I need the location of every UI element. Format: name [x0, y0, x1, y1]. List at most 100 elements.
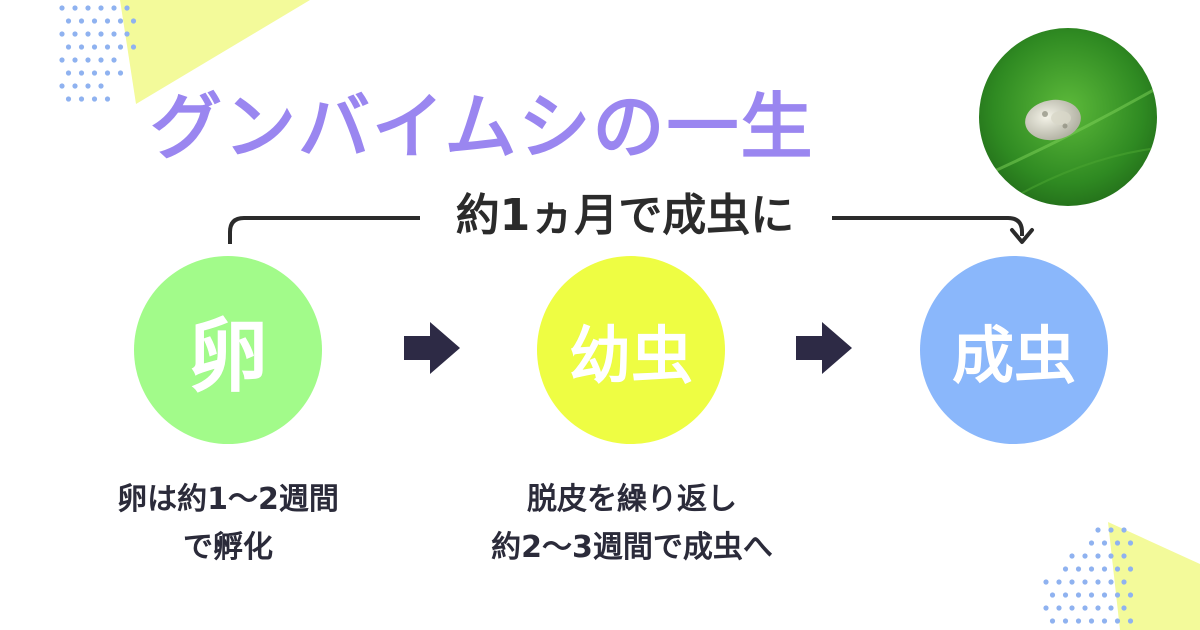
decor-dot	[1056, 605, 1062, 611]
decor-dot	[1108, 527, 1114, 533]
decor-dot	[117, 18, 124, 24]
decor-dot	[1062, 566, 1069, 572]
decor-dot	[1121, 579, 1127, 585]
decor-dot	[91, 18, 98, 24]
decor-dot	[1043, 579, 1049, 585]
decor-dot	[1108, 553, 1114, 559]
decor-dot	[78, 44, 85, 50]
bottom-right-triangle	[1108, 522, 1200, 630]
decor-dot	[1049, 592, 1056, 598]
decor-dot	[72, 83, 78, 89]
decor-dot	[124, 5, 130, 11]
decor-dot	[117, 44, 124, 50]
decor-dot	[1069, 553, 1075, 559]
top-left-triangle	[120, 0, 310, 104]
decor-dot	[91, 96, 98, 102]
arrow-shape	[796, 322, 852, 374]
decor-dot	[72, 5, 78, 11]
decor-dot	[59, 57, 65, 63]
arrow-shape	[404, 322, 460, 374]
duration-label: 約1ヵ月で成虫に	[420, 186, 830, 246]
larva-description-line2: 約2〜3週間で成虫へ	[491, 530, 773, 565]
down-arrowhead-icon	[1010, 228, 1034, 244]
decor-dot	[59, 31, 65, 37]
top-left-dot-grid	[59, 5, 137, 102]
decor-dot	[1062, 618, 1069, 624]
decor-dot	[59, 83, 65, 89]
decor-dot	[1101, 566, 1108, 572]
decor-dot	[1082, 579, 1088, 585]
decor-dot	[98, 83, 104, 89]
decor-dot	[1101, 618, 1108, 624]
decor-dot	[78, 70, 85, 76]
decor-dot	[111, 57, 117, 63]
decor-dot	[1088, 618, 1095, 624]
decor-dot	[1095, 605, 1101, 611]
decor-dot	[1095, 553, 1101, 559]
decor-dot	[91, 44, 98, 50]
stage-adult: 成虫	[920, 256, 1108, 444]
decor-dot	[104, 96, 111, 102]
decor-dot	[1056, 579, 1062, 585]
decor-dot	[104, 44, 111, 50]
decor-dot	[1049, 618, 1056, 624]
stage-larva-label: 幼虫	[568, 319, 693, 392]
decor-dot	[1043, 605, 1049, 611]
decor-dot	[1088, 592, 1095, 598]
decor-dot	[1114, 566, 1121, 572]
stage-egg: 卵	[134, 256, 322, 444]
decor-dot	[111, 5, 117, 11]
decor-dot	[1121, 553, 1127, 559]
decor-dot	[1069, 605, 1075, 611]
decor-dot	[72, 31, 78, 37]
bracket-right-line	[832, 216, 1024, 236]
decor-dot	[1082, 605, 1088, 611]
decor-dot	[65, 18, 72, 24]
page-title: グンバイムシの一生	[150, 85, 815, 169]
decor-dot	[104, 70, 111, 76]
decor-dot	[1062, 592, 1069, 598]
decor-dot	[1108, 605, 1114, 611]
decor-dot	[130, 44, 137, 50]
decor-dot	[1082, 553, 1088, 559]
decor-dot	[117, 70, 124, 76]
decor-dot	[111, 31, 117, 37]
decor-dot	[1114, 592, 1121, 598]
decor-dot	[98, 31, 104, 37]
decor-dot	[85, 83, 91, 89]
decor-dot	[1108, 579, 1114, 585]
decor-dot	[1101, 592, 1108, 598]
decor-dot	[65, 44, 72, 50]
decor-dot	[124, 31, 130, 37]
decor-dot	[1127, 618, 1134, 624]
decor-dot	[1075, 592, 1082, 598]
decor-dot	[98, 57, 104, 63]
decor-dot	[104, 18, 111, 24]
larva-description-line1: 脱皮を繰り返し	[527, 482, 737, 517]
decor-dot	[1127, 566, 1134, 572]
bottom-right-dot-grid	[1043, 527, 1134, 624]
decor-dot	[1088, 566, 1095, 572]
decor-dot	[130, 18, 137, 24]
decor-dot	[85, 5, 91, 11]
decor-dot	[1069, 579, 1075, 585]
egg-description: 卵は約1〜2週間 で孵化	[78, 476, 378, 572]
stage-adult-label: 成虫	[951, 319, 1076, 392]
egg-description-line2: で孵化	[183, 530, 273, 565]
decor-dot	[1075, 618, 1082, 624]
decor-dot	[1101, 540, 1108, 546]
decor-dot	[1075, 566, 1082, 572]
right-arrow-icon	[796, 322, 852, 374]
stage-egg-label: 卵	[188, 310, 268, 403]
decor-dot	[72, 57, 78, 63]
decor-dot	[65, 70, 72, 76]
decor-dot	[1127, 592, 1134, 598]
decor-dot	[1127, 540, 1134, 546]
decor-dot	[1114, 618, 1121, 624]
decor-dot	[85, 57, 91, 63]
decor-dot	[91, 70, 98, 76]
decor-dot	[78, 18, 85, 24]
stage-larva: 幼虫	[537, 256, 725, 444]
